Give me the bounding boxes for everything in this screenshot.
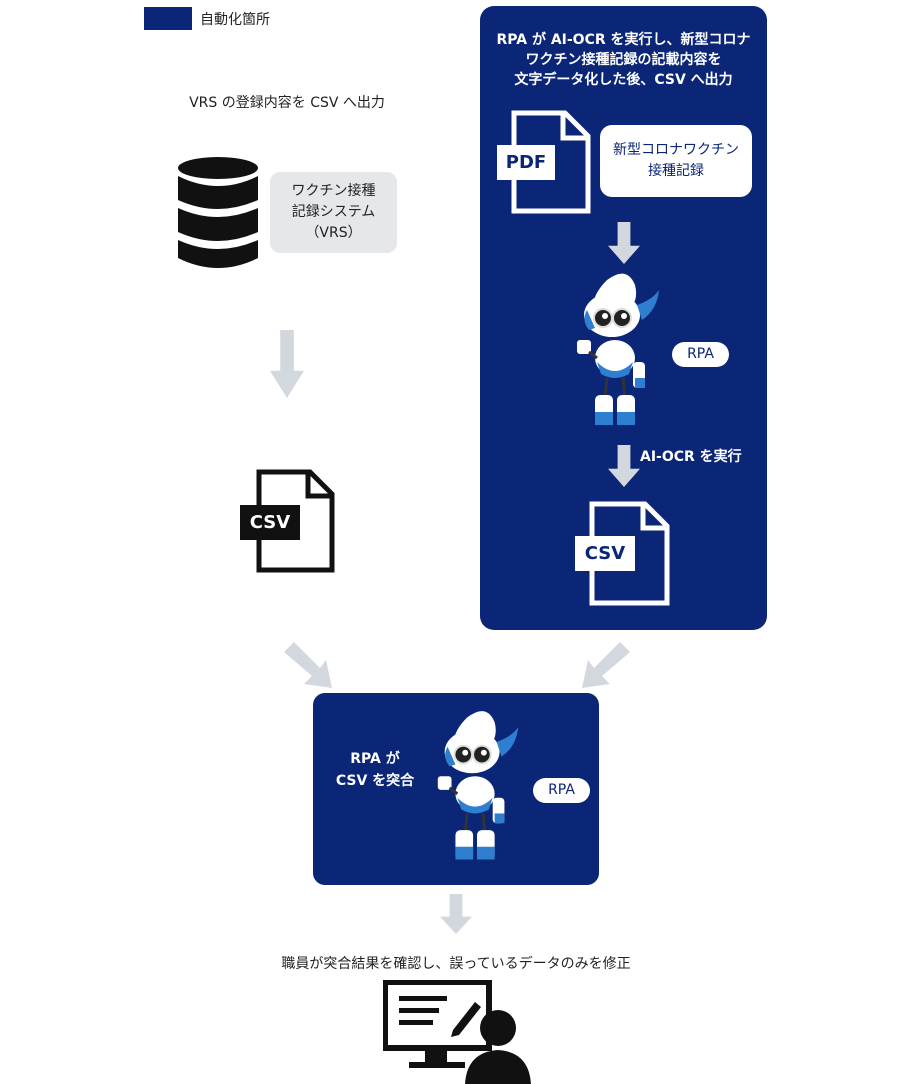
arrow-down-icon: [270, 324, 304, 404]
rpa-badge: RPA: [672, 342, 729, 367]
title-line: ワクチン接種記録の記載内容を: [525, 52, 722, 68]
vrs-line-1: ワクチン接種: [291, 183, 376, 199]
csv-file-icon: [240, 469, 335, 573]
pdf-file-icon: [497, 110, 591, 214]
title-line: RPA が AI-OCR を実行し、新型コロナ: [496, 32, 751, 48]
rpa-badge: RPA: [533, 778, 590, 803]
staff-at-computer-icon: [383, 980, 531, 1084]
arrow-down-icon: [608, 445, 640, 487]
ocr-step-label: AI-OCR を実行: [640, 449, 742, 465]
database-icon: [178, 157, 258, 268]
record-line-1: 新型コロナワクチン: [613, 142, 739, 158]
match-panel-title: RPA が CSV を突合: [320, 748, 430, 792]
arrow-diagonal-icon: [284, 642, 332, 688]
legend-swatch: [144, 7, 192, 30]
arrow-diagonal-icon: [582, 642, 630, 688]
csv-label-left: CSV: [249, 512, 291, 533]
vrs-step-title: VRS の登録内容を CSV へ出力: [189, 95, 385, 111]
rpa-robot-image: [428, 705, 526, 867]
csv-file-icon: [575, 501, 670, 606]
rpa-robot-image: [567, 268, 667, 432]
csv-label-right: CSV: [584, 543, 626, 564]
title-line: RPA が: [350, 751, 400, 767]
title-line: CSV を突合: [335, 773, 415, 789]
vaccine-record-box: 新型コロナワクチン 接種記録: [600, 125, 752, 197]
vrs-line-3: （VRS）: [305, 225, 362, 241]
arrow-down-icon: [608, 222, 640, 264]
legend-label: 自動化箇所: [200, 12, 270, 28]
final-step-text: 職員が突合結果を確認し、誤っているデータのみを修正: [281, 956, 631, 972]
ocr-panel-title: RPA が AI-OCR を実行し、新型コロナ ワクチン接種記録の記載内容を 文…: [480, 30, 767, 90]
vrs-system-box: ワクチン接種 記録システム （VRS）: [270, 172, 397, 253]
title-line: 文字データ化した後、CSV へ出力: [514, 72, 733, 88]
record-line-2: 接種記録: [648, 163, 704, 179]
arrow-down-icon: [440, 894, 472, 934]
vrs-line-2: 記録システム: [291, 204, 376, 220]
pdf-label: PDF: [505, 152, 547, 173]
